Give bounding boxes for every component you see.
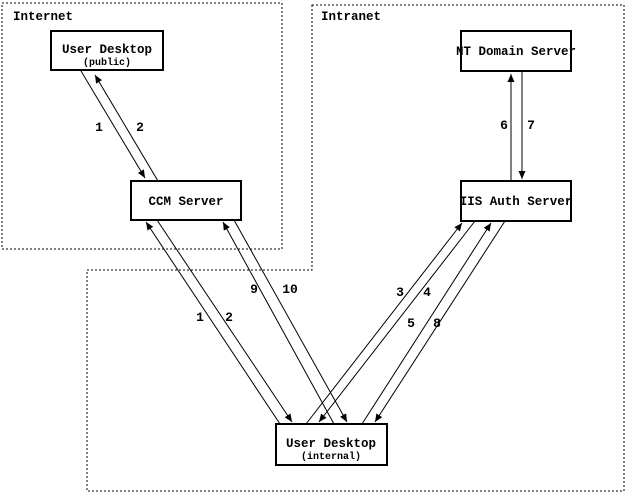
arrow-1-public-desktop-to-ccm (80, 70, 146, 179)
node-box (50, 30, 164, 71)
node-ccm-server: CCM Server (130, 180, 242, 221)
node-user-desktop-public: User Desktop (public) (50, 30, 164, 71)
arrow-2-ccm-to-public-desktop (94, 74, 159, 182)
edge-label-6: 6 (500, 118, 508, 133)
intranet-region-border (86, 4, 625, 492)
node-box (460, 30, 572, 72)
edge-label-2-public: 2 (136, 120, 144, 135)
arrow-1-internal-desktop-to-ccm (145, 221, 281, 425)
node-subtitle: (internal) (301, 451, 361, 463)
arrow-9-internal-desktop-to-ccm (222, 221, 335, 425)
node-box (130, 180, 242, 221)
edge-label-7: 7 (527, 118, 535, 133)
edge-label-10: 10 (282, 282, 298, 297)
arrow-5-internal-desktop-to-iis (361, 222, 492, 425)
edge-label-3: 3 (396, 285, 404, 300)
arrow-3-internal-desktop-to-iis (305, 222, 463, 425)
node-subtitle: (public) (83, 57, 131, 69)
edge-label-9: 9 (250, 282, 258, 297)
arrow-4-iis-to-internal-desktop (318, 220, 476, 423)
node-title: User Desktop (62, 43, 152, 57)
edge-label-4: 4 (423, 285, 431, 300)
arrow-8-iis-to-internal-desktop (374, 220, 506, 423)
intranet-region-label: Intranet (321, 10, 381, 24)
node-title: CCM Server (148, 195, 223, 209)
edge-label-1-internal: 1 (196, 310, 204, 325)
edge-label-1-public: 1 (95, 120, 103, 135)
node-nt-domain-server: NT Domain Server (456, 30, 576, 72)
arrow-10-ccm-to-internal-desktop (233, 219, 348, 423)
node-title: NT Domain Server (456, 45, 576, 59)
node-title: IIS Auth Server (460, 195, 573, 209)
node-title: User Desktop (286, 437, 376, 451)
node-box (460, 180, 572, 222)
node-iis-auth-server: IIS Auth Server (460, 180, 573, 222)
internet-region-label: Internet (13, 10, 73, 24)
arrow-2-ccm-to-internal-desktop (156, 219, 293, 423)
node-box (275, 423, 388, 466)
edge-label-5: 5 (407, 316, 415, 331)
node-user-desktop-internal: User Desktop (internal) (275, 423, 388, 466)
internet-region-border (1, 2, 283, 250)
edge-label-8: 8 (433, 316, 441, 331)
edge-label-2-internal: 2 (225, 310, 233, 325)
